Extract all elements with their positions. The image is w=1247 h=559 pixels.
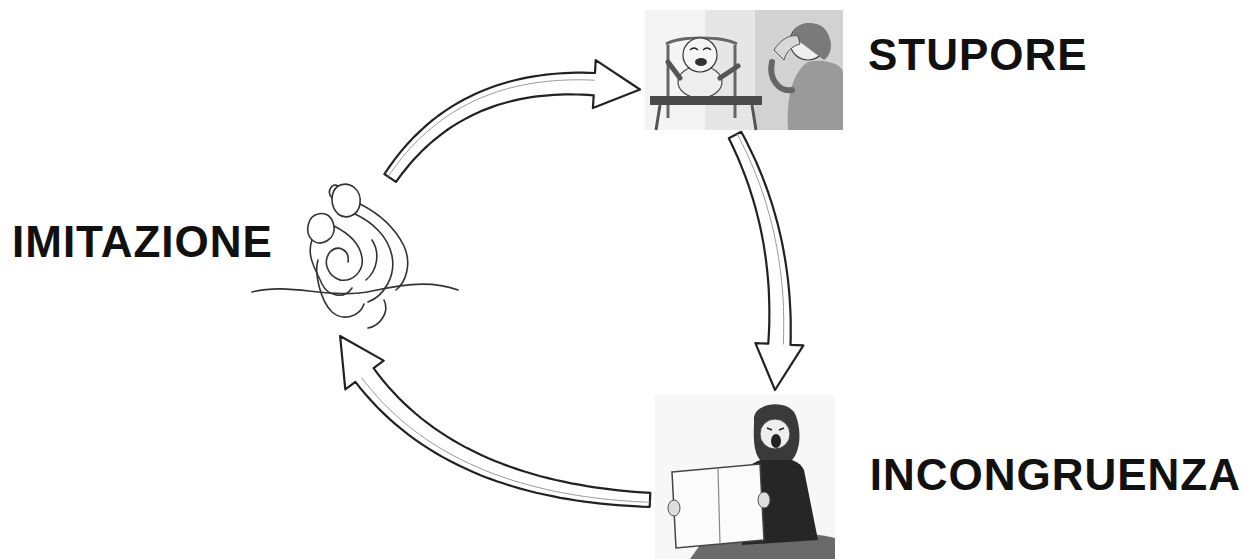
astonishment-photo [645,10,843,130]
astonishment-node: STUPORE [640,5,1115,135]
arrow-shading [388,80,594,177]
stage-label: STUPORE [868,33,1088,77]
cycle-arrow [729,132,804,390]
imitation-node: IMITAZIONE [8,178,463,336]
incongruity-node: INCONGRUENZA [650,390,1245,559]
arrow-outline [729,132,804,390]
cycle-arrow [340,336,650,507]
stage-label: INCONGRUENZA [870,453,1241,497]
arrow-outline [384,60,640,182]
arrow-shading [737,134,784,345]
arrow-outline [340,336,650,507]
incongruity-photo [655,395,835,559]
stage-label: IMITAZIONE [12,220,273,264]
imitation-sketch [252,184,458,328]
cycle-arrow [384,60,640,182]
arrow-shading [361,377,650,502]
